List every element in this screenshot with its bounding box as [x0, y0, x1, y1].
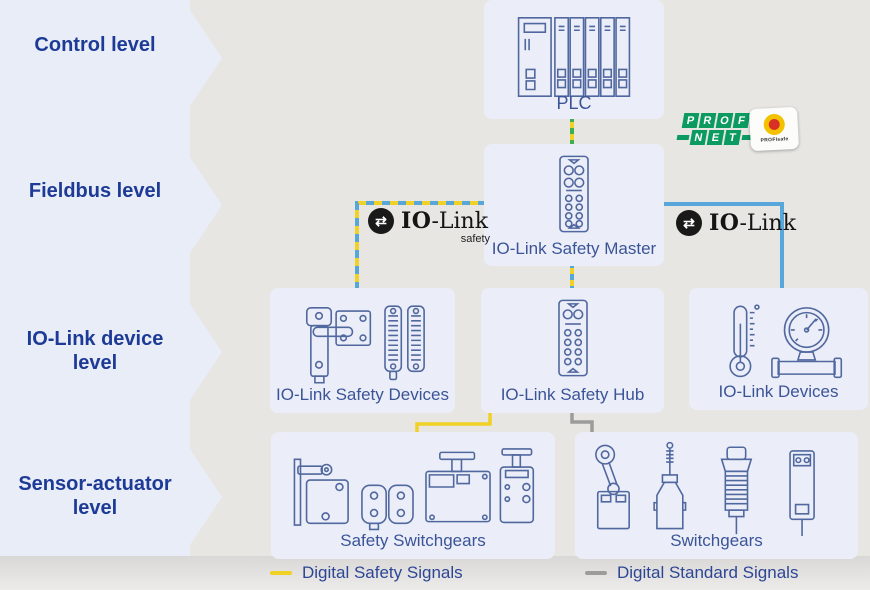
iolink-rest: -Link [739, 211, 797, 236]
iolink-brand: IO [709, 210, 740, 236]
level-label-iolink-device: IO-Link device level [26, 328, 164, 374]
iolink-icon: ⇄ [368, 208, 394, 234]
node-plc: PLC [484, 0, 664, 119]
profisafe-label: PROFIsafe [760, 136, 789, 144]
profisafe-dot [767, 118, 780, 131]
safety-switchgears-icon [277, 442, 549, 532]
node-devices: IO-Link Devices [689, 288, 868, 410]
node-safety-master: IO-Link Safety Master [484, 144, 664, 266]
node-switchgears-label: Switchgears [670, 531, 763, 550]
io-module-icon [553, 296, 593, 380]
profinet-letter: F [732, 113, 751, 128]
level-label-fieldbus: Fieldbus level [28, 180, 162, 202]
node-safety-hub-label: IO-Link Safety Hub [500, 385, 645, 404]
profinet-letter: R [698, 113, 717, 128]
node-safety-switchgears-label: Safety Switchgears [340, 531, 486, 550]
level-label-sensor-actuator: Sensor-actuator level [18, 473, 172, 519]
node-safety-devices-label: IO-Link Safety Devices [276, 385, 449, 404]
profisafe-logo: PROFIsafe [748, 106, 800, 152]
line-hub-safety-switchgears [415, 410, 492, 434]
iolink-logo: ⇄ IO-Link [676, 210, 796, 236]
level-label-control: Control level [34, 34, 156, 56]
node-devices-label: IO-Link Devices [718, 382, 839, 401]
node-safety-switchgears: Safety Switchgears [271, 432, 555, 559]
legend-safety-signals: Digital Safety Signals [270, 556, 463, 590]
node-safety-master-label: IO-Link Safety Master [491, 239, 657, 258]
profinet-letter: N [689, 130, 708, 145]
profinet-dash [676, 135, 690, 140]
iolink-brand: IO [401, 208, 432, 234]
node-safety-devices: IO-Link Safety Devices [270, 288, 455, 413]
level-sidebar [0, 0, 222, 556]
node-switchgears: Switchgears [575, 432, 858, 559]
profisafe-icon [762, 113, 785, 136]
node-safety-hub: IO-Link Safety Hub [481, 288, 664, 413]
iolink-icon: ⇄ [676, 210, 702, 236]
io-module-icon [554, 152, 594, 236]
profinet-letter: E [706, 130, 725, 145]
sidebar-chevron-shape [0, 0, 222, 556]
iolink-safety-logo: ⇄ IO-Link safety [368, 208, 490, 245]
line-hub-switchgears [570, 410, 594, 434]
iolink-rest: -Link [431, 209, 489, 234]
profinet-letter: P [681, 113, 700, 128]
iolink-safety-sub: safety [460, 233, 491, 245]
profinet-letter: O [715, 113, 734, 128]
iolink-logo-text: IO-Link [709, 210, 796, 236]
legend-strip [0, 556, 870, 590]
plc-icon [514, 14, 634, 100]
safety-devices-icon [278, 298, 448, 386]
iolink-safety-logo-text: IO-Link safety [401, 208, 490, 245]
profinet-letter: T [723, 130, 742, 145]
legend-standard-dash [585, 571, 607, 575]
line-master-safety-devices-dash [355, 201, 486, 290]
legend-standard-label: Digital Standard Signals [617, 563, 799, 582]
legend-safety-label: Digital Safety Signals [302, 563, 463, 582]
switchgears-icon [581, 438, 853, 536]
sensor-devices-icon [694, 300, 864, 382]
line-master-devices [662, 202, 784, 290]
legend-standard-signals: Digital Standard Signals [585, 556, 798, 590]
legend-safety-dash [270, 571, 292, 575]
node-plc-label: PLC [556, 93, 592, 113]
